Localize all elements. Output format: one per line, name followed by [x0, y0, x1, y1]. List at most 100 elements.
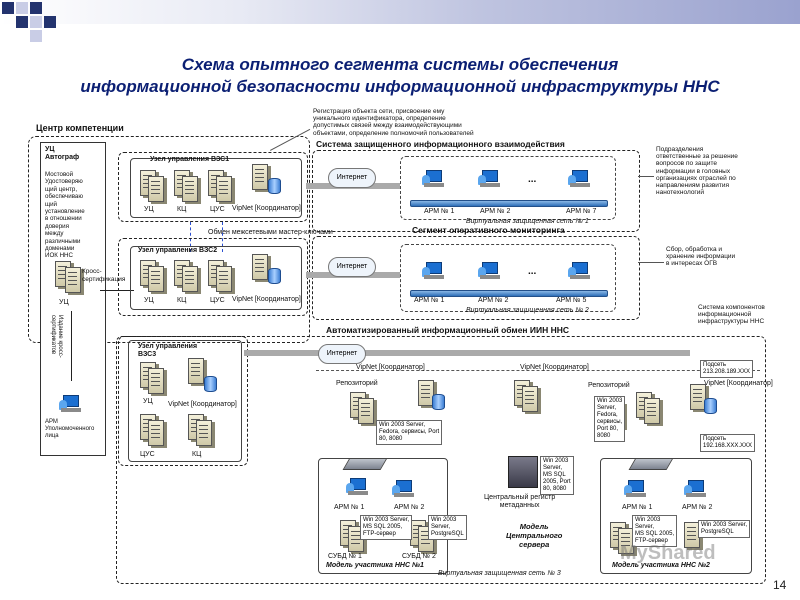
- vipnet-db-icon: [204, 376, 217, 392]
- p2-arm-1: АРМ № 2: [682, 504, 713, 511]
- segment2-network-bar: [410, 290, 608, 297]
- segment1-dots: ...: [528, 174, 537, 185]
- segment2-arm-2: АРМ № 5: [556, 297, 587, 304]
- switch-icon: [342, 458, 388, 470]
- segment1-arm-0: АРМ № 1: [424, 208, 455, 215]
- server-icon: [182, 266, 198, 292]
- segment2-network: Виртуальная защищенная сеть № 2: [466, 307, 589, 314]
- participant2-frame: [600, 458, 752, 574]
- arm-authorized-icon: [59, 395, 81, 415]
- vipnet-db-icon: [704, 398, 717, 414]
- ca-autograph-panel: УЦ Автограф Мостовой Удостоверяю щий цен…: [40, 142, 106, 456]
- repo-right-label: Репозиторий: [588, 382, 630, 389]
- arm-workstation-icon: [624, 480, 646, 500]
- arm-workstation-icon: [568, 262, 590, 282]
- server-icon: [196, 420, 212, 446]
- segment3-network: Виртуальная защищенная сеть № 3: [438, 570, 561, 577]
- ca-description: Мостовой Удостоверяю щий центр, обеспечи…: [45, 171, 85, 260]
- central-registry-icon: [508, 456, 538, 488]
- header-square-light: [30, 30, 42, 42]
- competence-center-title: Центр компетенции: [36, 123, 124, 133]
- arm-workstation-icon: [478, 262, 500, 282]
- srv-left-spec: Win 2003 Server, Fedora, сервисы, Port 8…: [376, 420, 443, 445]
- server-icon: [644, 398, 660, 424]
- cross-cert-issue-label: Издание кросс- сертификатов: [50, 315, 64, 358]
- segment1-network: Виртуальная защищенная сеть № 1: [466, 218, 589, 225]
- node1-panel: [130, 158, 302, 218]
- p1-arm-1: АРМ № 2: [394, 504, 425, 511]
- ca-title: УЦ Автограф: [45, 146, 80, 161]
- arm-workstation-icon: [422, 170, 444, 190]
- node3-vipnet: VipNet [Координатор]: [168, 401, 237, 408]
- segment3-link: [244, 350, 690, 356]
- node3-label-0: УЦ: [143, 398, 153, 405]
- arm-authorized-label: АРМ Уполномоченного лица: [45, 419, 95, 439]
- competence-center-frame: [28, 136, 310, 343]
- server-icon: [216, 176, 232, 202]
- p1-dbms-1: СУБД № 2: [402, 553, 436, 560]
- p1-dbms-0: СУБД № 1: [328, 553, 362, 560]
- central-label: Центральный регистр метаданных: [484, 494, 556, 509]
- segment2-arm-0: АРМ № 1: [414, 297, 445, 304]
- header-square-light: [30, 16, 42, 28]
- vertical-arrow: [71, 311, 72, 381]
- node2-title: Узел управления ВЗС2: [138, 247, 218, 254]
- node1-label-0: УЦ: [144, 206, 154, 213]
- arm-workstation-icon: [422, 262, 444, 282]
- node3-panel: [128, 340, 242, 462]
- vipnet-db-icon: [268, 178, 281, 194]
- segment2-frame: [312, 236, 640, 320]
- server-icon: [252, 254, 268, 280]
- p1-arm-0: АРМ № 1: [334, 504, 365, 511]
- arm-workstation-icon: [478, 170, 500, 190]
- segment2-title: Сегмент оперативного мониторинга: [412, 225, 565, 235]
- uc-server-icon: [65, 267, 81, 293]
- p2-srv1-spec: Win 2003 Server, MS SQL 2005, FTP-сервер: [632, 515, 678, 547]
- segment1-title: Система защищенного информационного взаи…: [316, 139, 565, 149]
- header-square-dark: [44, 16, 56, 28]
- segment1-arm-2: АРМ № 7: [566, 208, 597, 215]
- node1-vipnet: VipNet [Координатор]: [232, 205, 301, 212]
- key-exchange-line: [222, 222, 224, 252]
- node2-panel: [130, 246, 302, 310]
- server-icon: [148, 420, 164, 446]
- segment2-arm-frame: [400, 244, 616, 312]
- subnet1-label: Подсеть 213.208.189.XXX: [700, 360, 754, 378]
- node3-label-2: КЦ: [192, 451, 202, 458]
- arm-workstation-icon: [568, 170, 590, 190]
- header-square-dark: [2, 2, 14, 14]
- server-icon: [216, 266, 232, 292]
- segment1-side-note: Подразделения ответственные за решение в…: [656, 146, 738, 197]
- segment3-vipnet-2: VipNet [Координатор]: [704, 380, 773, 387]
- arm-workstation-icon: [684, 480, 706, 500]
- segment1-network-bar: [410, 200, 608, 207]
- arm-workstation-icon: [346, 478, 368, 498]
- node2-vipnet: VipNet [Координатор]: [232, 296, 301, 303]
- uc-label: УЦ: [59, 299, 69, 306]
- page-title-line2: информационной безопасности информационн…: [80, 77, 720, 96]
- segment1-arm-1: АРМ № 2: [480, 208, 511, 215]
- server-icon: [418, 380, 434, 406]
- p2-arm-0: АРМ № 1: [622, 504, 653, 511]
- p2-srv2-spec: Win 2003 Server, PostgreSQL: [698, 520, 751, 538]
- internet-label: Интернет: [336, 174, 368, 181]
- segment3-frame: [116, 336, 766, 584]
- key-exchange-line: [190, 222, 192, 252]
- node1-label-1: КЦ: [177, 206, 187, 213]
- registration-note: Регистрация объекта сети, присвоение ему…: [313, 108, 474, 137]
- repository-server-icon: [358, 398, 374, 424]
- central-model: Модель Центрального сервера: [506, 522, 563, 549]
- arm-workstation-icon: [392, 480, 414, 500]
- repo-left-label: Репозиторий: [336, 380, 378, 387]
- header-bar: [0, 0, 800, 46]
- header-square-light: [16, 2, 28, 14]
- server-icon: [182, 176, 198, 202]
- p1-srv2-spec: Win 2003 Server, PostgreSQL: [428, 515, 467, 540]
- segment2-dots: ...: [528, 266, 537, 277]
- internet-cloud-icon: Интернет: [318, 344, 366, 364]
- server-icon: [252, 164, 268, 190]
- server-icon: [188, 358, 204, 384]
- internet-label: Интернет: [336, 263, 368, 270]
- internet-cloud-icon: Интернет: [328, 168, 376, 188]
- segment1-arm-frame: [400, 156, 616, 220]
